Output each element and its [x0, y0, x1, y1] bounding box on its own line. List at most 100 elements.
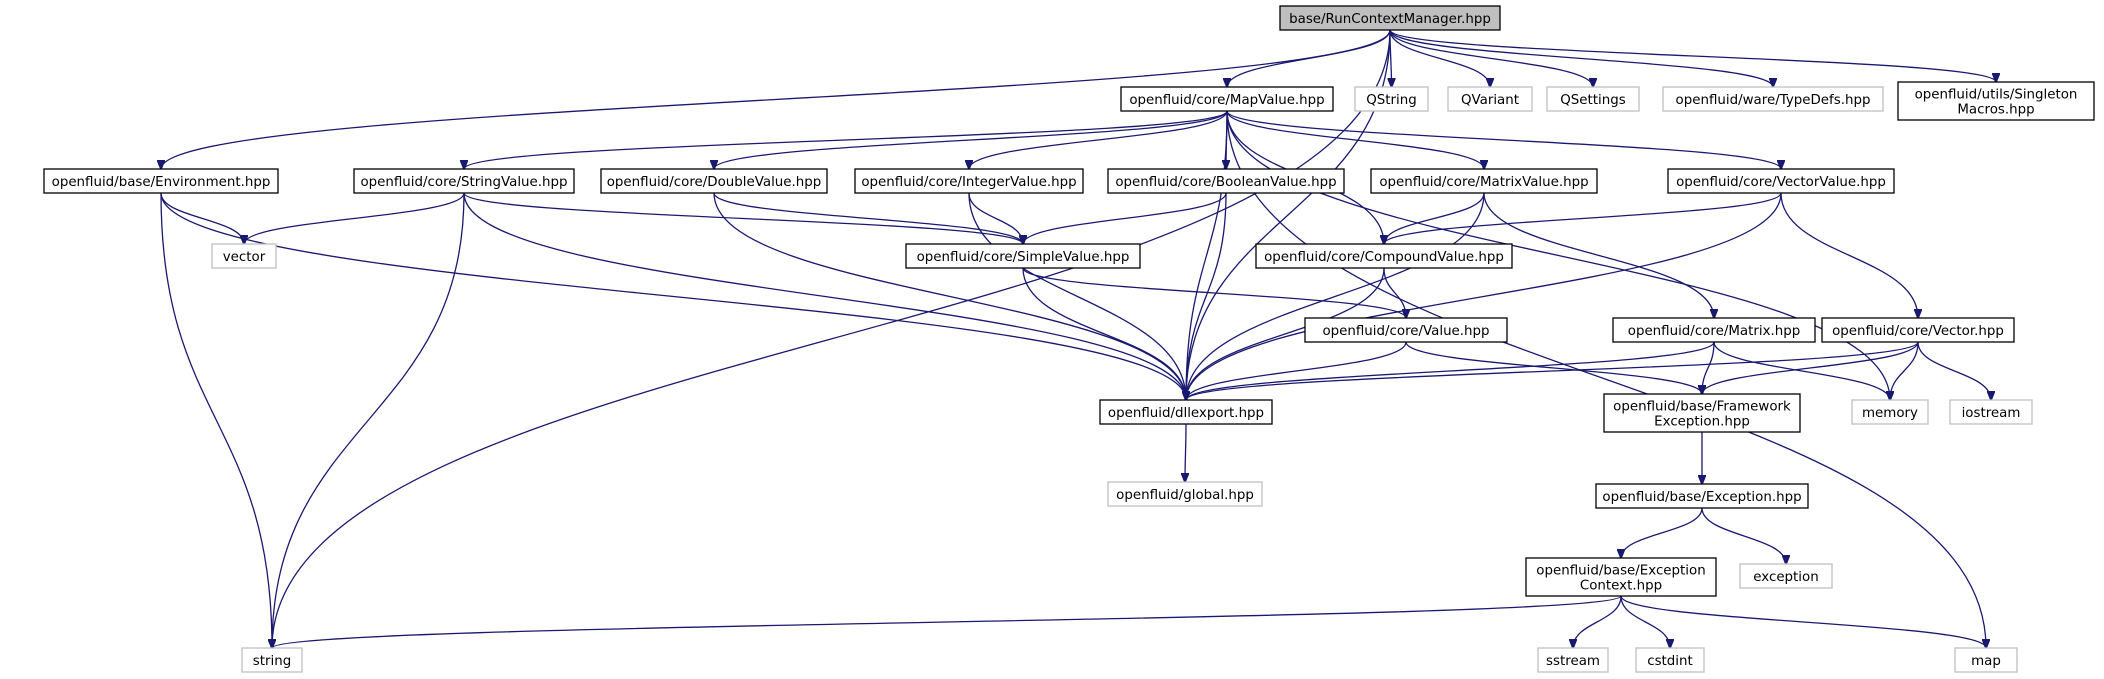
nodes-layer: base/RunContextManager.hpp openfluid/core…	[43, 5, 2095, 673]
node-dllexport[interactable]: openfluid/dllexport.hpp	[1099, 399, 1273, 425]
edge-environment-to-vectorsys	[160, 192, 244, 244]
node-map-box	[1954, 647, 2018, 673]
node-singleton-label-0: openfluid/utils/Singleton	[1915, 88, 2078, 103]
node-mapvalue-box	[1120, 86, 1334, 112]
node-vectorvalue-box	[1667, 168, 1895, 194]
node-cstdint-box	[1635, 647, 1705, 673]
node-sstream-label-0: sstream	[1546, 654, 1600, 669]
node-environment-box	[43, 168, 279, 194]
node-iostream-label-0: iostream	[1962, 406, 2021, 421]
node-environment-label-0: openfluid/base/Environment.hpp	[52, 175, 271, 190]
node-qstring-box	[1354, 86, 1429, 112]
node-exceptionsys-label-0: exception	[1753, 570, 1818, 585]
edge-runctx-to-typedefs	[1389, 29, 1773, 87]
node-qsettings-box	[1546, 86, 1640, 112]
edge-vectorhpp-to-dllexport	[1186, 341, 1919, 400]
node-matrixvalue[interactable]: openfluid/core/MatrixValue.hpp	[1370, 168, 1598, 194]
node-matrix[interactable]: openfluid/core/Matrix.hpp	[1612, 317, 1816, 343]
node-booleanvalue-box	[1107, 168, 1345, 194]
edge-vectorvalue-to-compoundvalue	[1384, 192, 1782, 244]
node-mapvalue-label-0: openfluid/core/MapValue.hpp	[1129, 93, 1324, 108]
node-value-label-0: openfluid/core/Value.hpp	[1322, 324, 1489, 339]
node-matrixvalue-box	[1370, 168, 1598, 194]
node-vectorhpp-label-0: openfluid/core/Vector.hpp	[1832, 324, 2004, 339]
edge-exception-to-exccontext	[1621, 507, 1703, 558]
node-singleton-box	[1897, 81, 2095, 121]
node-doublevalue-label-0: openfluid/core/DoubleValue.hpp	[607, 175, 822, 190]
node-doublevalue-box	[600, 168, 828, 194]
node-stringvalue[interactable]: openfluid/core/StringValue.hpp	[353, 168, 575, 194]
edge-exception-to-exceptionsys	[1701, 507, 1786, 564]
node-integervalue-box	[854, 168, 1084, 194]
node-cstdint-label-0: cstdint	[1647, 654, 1693, 669]
node-exccontext-box	[1525, 557, 1717, 597]
node-vectorsys: vector	[211, 243, 277, 269]
node-vectorvalue[interactable]: openfluid/core/VectorValue.hpp	[1667, 168, 1895, 194]
node-vectorhpp-box	[1821, 317, 2015, 343]
node-exception[interactable]: openfluid/base/Exception.hpp	[1595, 483, 1809, 509]
node-compoundvalue[interactable]: openfluid/core/CompoundValue.hpp	[1255, 243, 1513, 269]
node-cstdint: cstdint	[1635, 647, 1705, 673]
edge-exccontext-to-sstream	[1573, 595, 1622, 648]
node-doublevalue[interactable]: openfluid/core/DoubleValue.hpp	[600, 168, 828, 194]
edge-runctx-to-qsettings	[1389, 29, 1593, 87]
node-vectorsys-label-0: vector	[223, 250, 266, 265]
edge-compoundvalue-to-dllexport	[1186, 267, 1385, 400]
node-qvariant-label-0: QVariant	[1461, 93, 1519, 108]
node-value[interactable]: openfluid/core/Value.hpp	[1304, 317, 1508, 343]
node-booleanvalue-label-0: openfluid/core/BooleanValue.hpp	[1115, 175, 1336, 190]
edge-doublevalue-to-simplevalue	[713, 192, 1023, 244]
node-vectorvalue-label-0: openfluid/core/VectorValue.hpp	[1676, 175, 1886, 190]
edge-mapvalue-to-vectorvalue	[1226, 110, 1781, 169]
node-dllexport-label-0: openfluid/dllexport.hpp	[1108, 406, 1264, 421]
edge-vectorhpp-to-frameworkexc	[1702, 341, 1919, 394]
node-exception-box	[1595, 483, 1809, 509]
node-exccontext-label-1: Context.hpp	[1580, 579, 1662, 594]
edge-matrix-to-memory	[1713, 341, 1890, 400]
edge-doublevalue-to-dllexport	[713, 192, 1186, 400]
node-frameworkexc-label-1: Exception.hpp	[1654, 415, 1750, 430]
node-integervalue[interactable]: openfluid/core/IntegerValue.hpp	[854, 168, 1084, 194]
edges-layer	[160, 29, 1996, 648]
node-global-label-0: openfluid/global.hpp	[1116, 488, 1254, 503]
node-runctx[interactable]: base/RunContextManager.hpp	[1279, 5, 1501, 31]
node-matrixvalue-label-0: openfluid/core/MatrixValue.hpp	[1379, 175, 1588, 190]
node-string-box	[241, 647, 303, 673]
node-compoundvalue-label-0: openfluid/core/CompoundValue.hpp	[1264, 250, 1504, 265]
edge-mapvalue-to-matrixvalue	[1226, 110, 1484, 169]
node-global-box	[1107, 481, 1263, 507]
node-typedefs: openfluid/ware/TypeDefs.hpp	[1662, 86, 1884, 112]
node-runctx-label-0: base/RunContextManager.hpp	[1289, 12, 1491, 27]
edge-environment-to-string	[160, 192, 272, 648]
node-typedefs-box	[1662, 86, 1884, 112]
edge-mapvalue-to-memory	[1226, 110, 1890, 400]
edge-integervalue-to-dllexport	[968, 192, 1186, 400]
edge-runctx-to-qvariant	[1389, 29, 1490, 87]
node-simplevalue[interactable]: openfluid/core/SimpleValue.hpp	[905, 243, 1141, 269]
edge-mapvalue-to-integervalue	[969, 110, 1228, 169]
edge-mapvalue-to-map	[1226, 110, 1986, 648]
node-sstream-box	[1537, 647, 1609, 673]
edge-runctx-to-singleton	[1389, 29, 1996, 82]
edge-vectorhpp-to-memory	[1890, 341, 1919, 400]
node-booleanvalue[interactable]: openfluid/core/BooleanValue.hpp	[1107, 168, 1345, 194]
edge-runctx-to-environment	[161, 29, 1391, 169]
node-mapvalue[interactable]: openfluid/core/MapValue.hpp	[1120, 86, 1334, 112]
edge-simplevalue-to-value	[1022, 267, 1406, 318]
node-compoundvalue-box	[1255, 243, 1513, 269]
edge-matrix-to-frameworkexc	[1702, 341, 1715, 394]
node-singleton-label-1: Macros.hpp	[1957, 103, 2034, 118]
edge-booleanvalue-to-dllexport	[1186, 192, 1227, 400]
edge-runctx-to-string	[272, 29, 1391, 648]
edge-matrix-to-dllexport	[1186, 341, 1715, 400]
node-memory: memory	[1851, 399, 1929, 425]
node-vectorhpp[interactable]: openfluid/core/Vector.hpp	[1821, 317, 2015, 343]
node-environment[interactable]: openfluid/base/Environment.hpp	[43, 168, 279, 194]
node-memory-box	[1851, 399, 1929, 425]
edge-vectorvalue-to-dllexport	[1186, 192, 1782, 400]
node-qstring: QString	[1354, 86, 1429, 112]
node-sstream: sstream	[1537, 647, 1609, 673]
